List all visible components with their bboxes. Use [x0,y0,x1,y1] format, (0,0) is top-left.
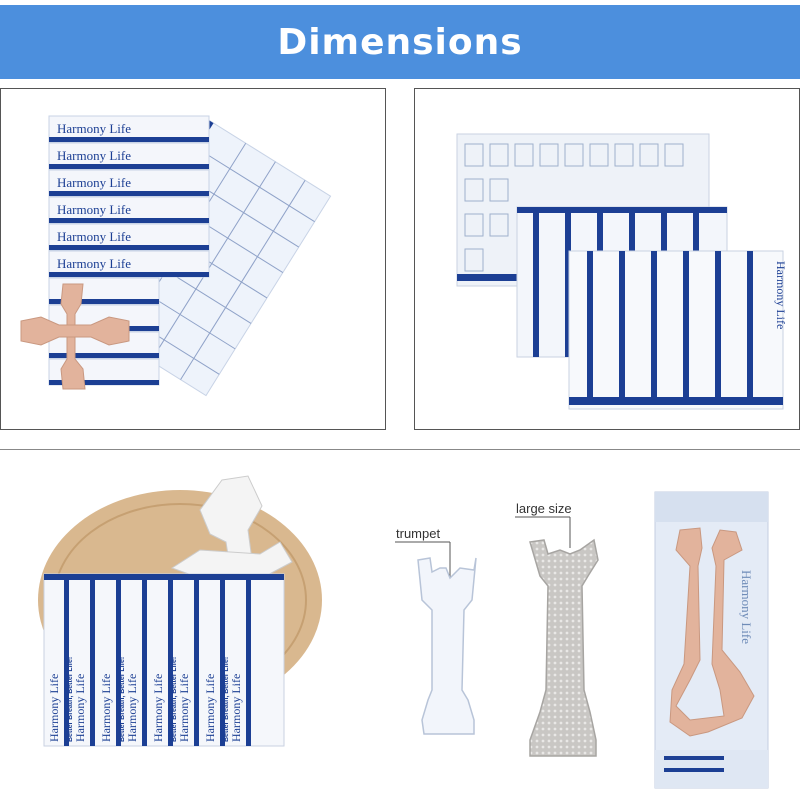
nasal-strip-tan [20,283,130,390]
pack-brand-text: Harmony Life [57,148,131,163]
bottom-illustration: Harmony Life Harmony Life Harmony Life H… [38,475,769,789]
pack-brand-text: Harmony Life [57,256,131,271]
single-pack: Harmony Life [654,491,769,789]
row-brand-text: Harmony Life [47,674,61,742]
callout-large-size: large size [516,501,572,516]
pack-brand-text: Harmony Life [57,202,131,217]
row-brand-text: Harmony Life [151,674,165,742]
row-brand-text: Harmony Life [229,674,243,742]
header-banner: Dimensions [0,5,800,79]
pack-brand-text: Harmony Life [57,121,131,136]
nasal-strip-white-cross [170,475,293,579]
row-slogan-text: Better Breath, Better Life! [223,657,230,742]
row-brand-text: Harmony Life [99,674,113,742]
pack-brand-text: Harmony Life [739,570,754,644]
pack-stack: Harmony Life Harmony Life Harmony Life H… [48,115,210,386]
row-slogan-text: Better Breath, Better Life! [119,657,126,742]
row-slogan-text: Better Breath, Better Life! [171,657,178,742]
banner-title: Dimensions [277,21,523,63]
pack-brand-text: Harmony Life [57,175,131,190]
photo-panel-sheets: Harmony Life [414,88,800,430]
nasal-strip-trumpet [395,541,477,735]
packs-illustration: Harmony Life Harmony Life Harmony Life H… [20,115,332,397]
packs-row [43,573,285,747]
row-brand-text: Harmony Life [73,674,87,742]
pack-brand-text: Harmony Life [57,229,131,244]
sheets-illustration: Harmony Life [456,133,788,410]
nasal-strip-large [515,516,599,757]
row-brand-text: Harmony Life [203,674,217,742]
row-slogan-text: Better Breath, Better Life! [67,657,74,742]
sheet-brand-text: Harmony Life [774,261,788,329]
row-brand-text: Harmony Life [177,674,191,742]
photo-panel-packs: Harmony Life Harmony Life Harmony Life H… [0,88,386,430]
row-brand-text: Harmony Life [125,674,139,742]
photo-band-bottom: Harmony Life Harmony Life Harmony Life H… [0,449,800,801]
callout-trumpet: trumpet [396,526,441,541]
